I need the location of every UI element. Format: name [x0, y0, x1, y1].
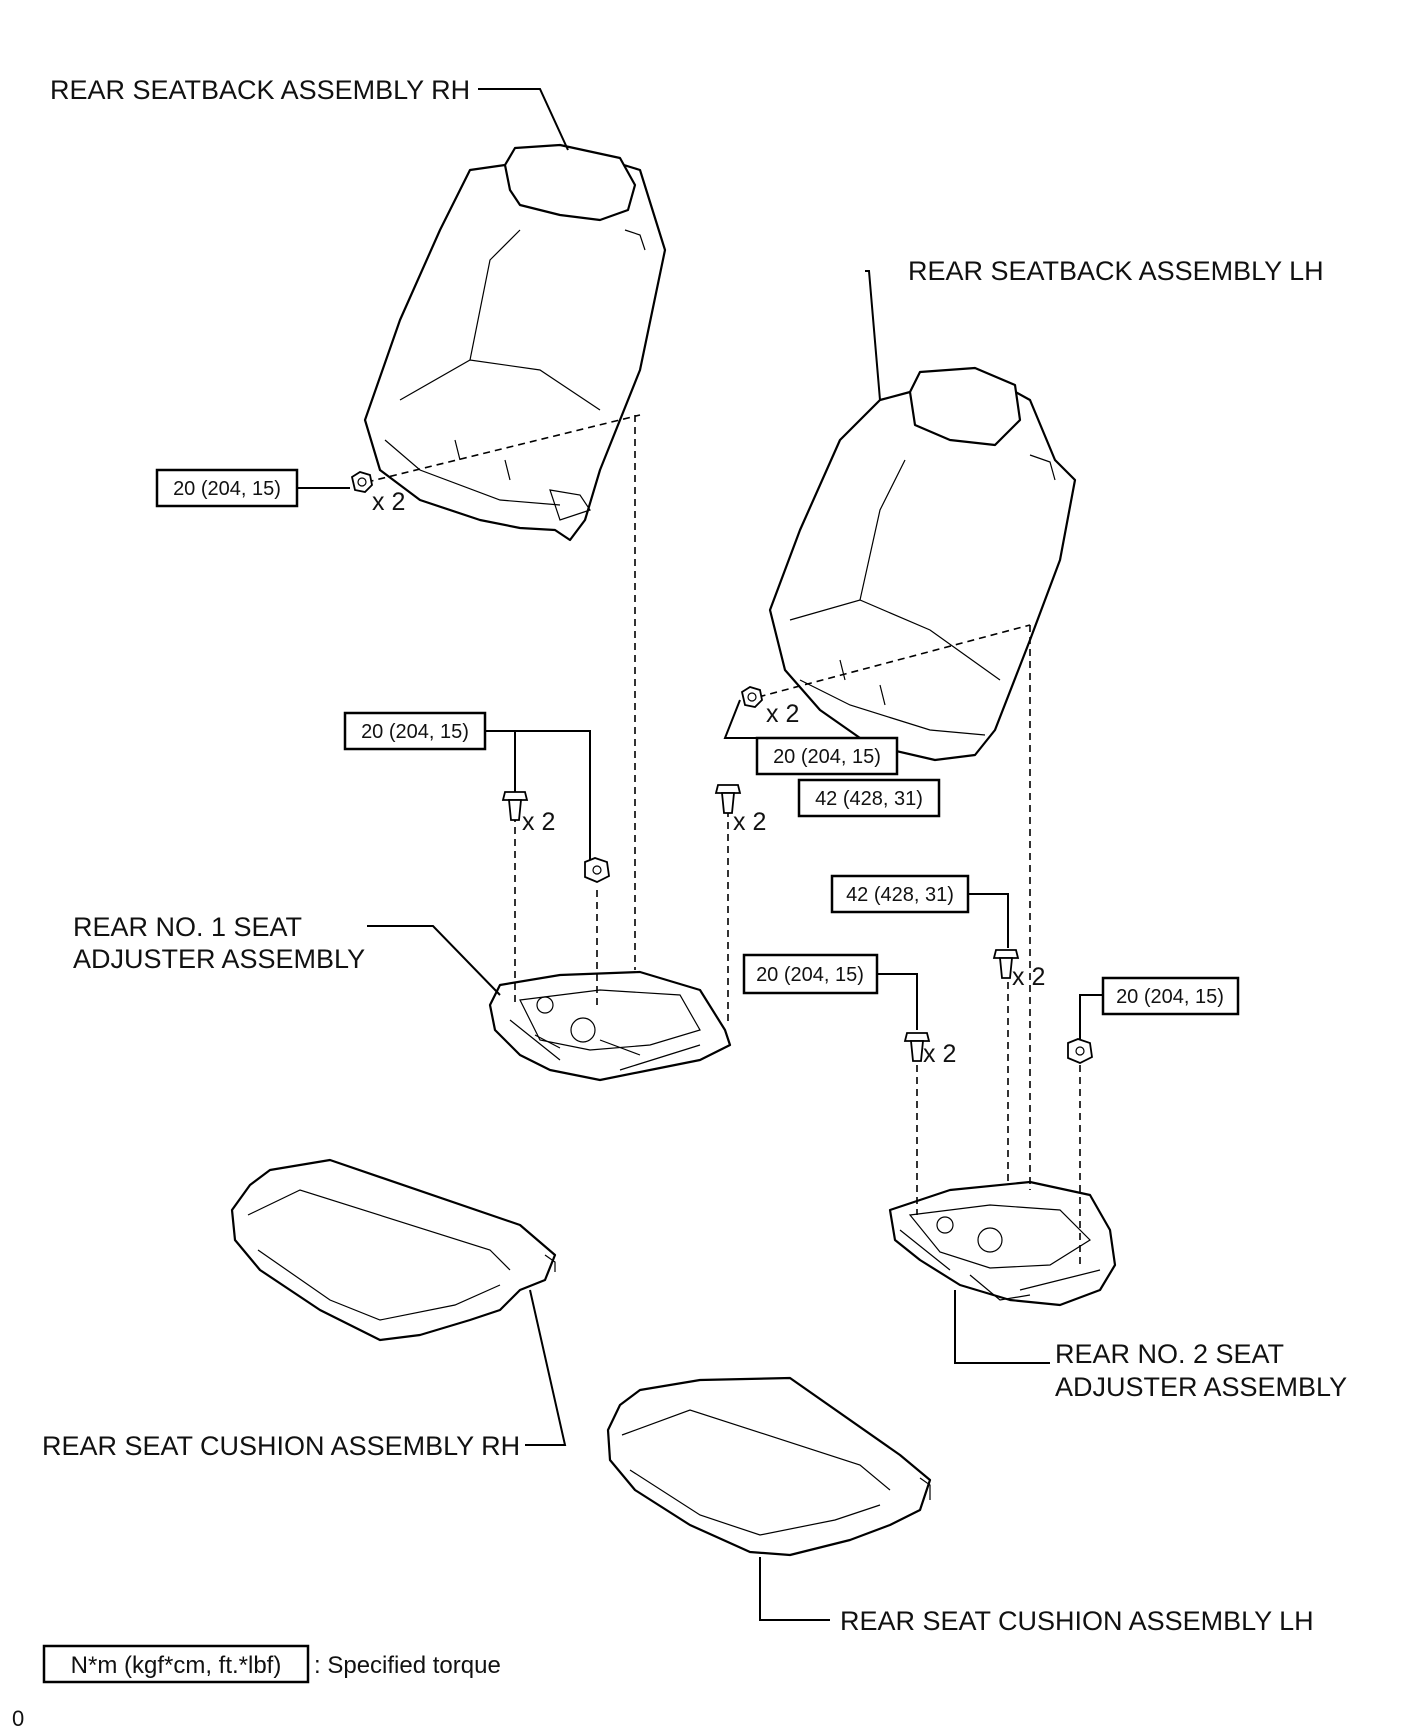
- nut-icon: [1067, 1038, 1093, 1064]
- label-adjuster-no2-line1: REAR NO. 2 SEAT: [1055, 1339, 1284, 1369]
- torque-specs: 20 (204, 15) 20 (204, 15) 20 (204, 15) 4…: [155, 468, 1240, 1016]
- adjuster-no1-illustration: [488, 970, 732, 1082]
- alignment-lines: [354, 414, 1081, 1265]
- bolt-icon: [992, 949, 1020, 979]
- label-cushion-lh: REAR SEAT CUSHION ASSEMBLY LH: [840, 1606, 1314, 1636]
- label-adjuster-no1-line2: ADJUSTER ASSEMBLY: [73, 944, 365, 974]
- torque-value: 20 (204, 15): [756, 964, 864, 986]
- nut-icon: [740, 686, 763, 708]
- quantity-label: x 2: [522, 808, 555, 836]
- legend-box: [42, 1644, 310, 1684]
- fasteners: [350, 471, 1093, 1064]
- torque-box: 20 (204, 15): [755, 736, 899, 776]
- torque-value: 42 (428, 31): [815, 788, 923, 810]
- label-adjuster-no2-line2: ADJUSTER ASSEMBLY: [1055, 1372, 1347, 1402]
- cushion-lh-illustration: [606, 1376, 932, 1557]
- quantity-label: x 2: [372, 488, 405, 516]
- bolt-icon: [714, 784, 742, 814]
- torque-box: 20 (204, 15): [742, 953, 879, 995]
- legend: N*m (kgf*cm, ft.*lbf) : Specified torque: [42, 1644, 501, 1684]
- quantity-markers: x 2 x 2 x 2 x 2 x 2 x 2: [372, 488, 1045, 1068]
- label-cushion-rh: REAR SEAT CUSHION ASSEMBLY RH: [42, 1431, 520, 1461]
- torque-box: 20 (204, 15): [155, 468, 299, 508]
- quantity-label: x 2: [766, 700, 799, 728]
- torque-value: 42 (428, 31): [846, 884, 954, 906]
- part-labels: REAR SEATBACK ASSEMBLY RH REAR SEATBACK …: [42, 75, 1347, 1636]
- legend-description: : Specified torque: [314, 1652, 501, 1679]
- torque-value: 20 (204, 15): [361, 721, 469, 743]
- torque-value: 20 (204, 15): [173, 478, 281, 500]
- label-seatback-rh: REAR SEATBACK ASSEMBLY RH: [50, 75, 470, 105]
- torque-box: 42 (428, 31): [830, 874, 970, 914]
- quantity-label: x 2: [923, 1040, 956, 1068]
- torque-box: 20 (204, 15): [343, 711, 487, 751]
- torque-box: 42 (428, 31): [797, 778, 941, 818]
- legend-unit: N*m (kgf*cm, ft.*lbf): [71, 1652, 282, 1679]
- label-adjuster-no1-line1: REAR NO. 1 SEAT: [73, 912, 302, 942]
- seatback-lh-illustration: [768, 366, 1077, 762]
- nut-icon: [584, 857, 610, 883]
- leader-lines: [297, 88, 1103, 1621]
- quantity-label: x 2: [733, 808, 766, 836]
- torque-value: 20 (204, 15): [773, 746, 881, 768]
- label-seatback-lh: REAR SEATBACK ASSEMBLY LH: [908, 256, 1324, 286]
- adjuster-no2-illustration: [888, 1180, 1117, 1307]
- torque-value: 20 (204, 15): [1116, 986, 1224, 1008]
- nut-icon: [350, 471, 373, 493]
- figure-id: 0: [12, 1706, 24, 1731]
- cushion-rh-illustration: [230, 1158, 557, 1342]
- bolt-icon: [903, 1032, 931, 1062]
- quantity-label: x 2: [1012, 963, 1045, 991]
- seatback-rh-illustration: [363, 143, 667, 542]
- torque-box: 20 (204, 15): [1101, 976, 1240, 1016]
- bolt-icon: [501, 791, 529, 821]
